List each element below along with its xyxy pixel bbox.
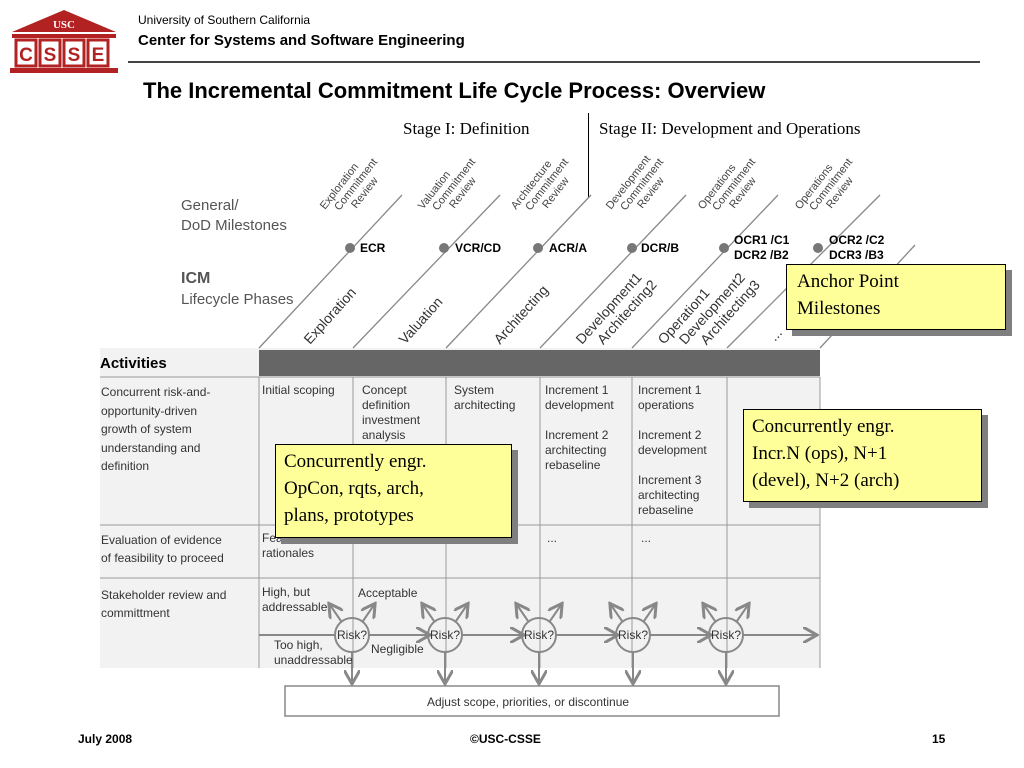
callout-concurrent-opcon: Concurrently engr.OpCon, rqts, arch,plan…	[275, 444, 512, 538]
svg-text:Exploration: Exploration	[300, 284, 359, 347]
stage-definition: Stage I: Definition	[403, 119, 530, 138]
activities-header: Activities	[100, 355, 167, 372]
callout-concurrent-increments: Concurrently engr.Incr.N (ops), N+1(deve…	[743, 409, 982, 502]
footer-date: July 2008	[78, 732, 133, 746]
svg-text:C: C	[19, 45, 33, 66]
slide-title: The Incremental Commitment Life Cycle Pr…	[143, 78, 766, 103]
svg-text:DCR2 /B2: DCR2 /B2	[734, 248, 789, 262]
phase-labels: Exploration Valuation Architecting Devel…	[300, 255, 785, 368]
logo-usc-text: USC	[53, 19, 75, 31]
svg-text:S: S	[44, 45, 57, 66]
svg-text:OperationsCommitmentReview: OperationsCommitmentReview	[793, 149, 865, 227]
cell-ellipsis-2: ...	[641, 531, 652, 545]
header-rule	[128, 61, 980, 63]
svg-text:ExplorationCommitmentReview: ExplorationCommitmentReview	[318, 149, 390, 227]
svg-text:DevelopmentCommitmentReview: DevelopmentCommitmentReview	[604, 149, 676, 227]
svg-text:OperationsCommitmentReview: OperationsCommitmentReview	[696, 149, 768, 227]
svg-text:ECR: ECR	[360, 241, 386, 255]
svg-text:Risk?: Risk?	[430, 628, 460, 642]
svg-text:DCR/B: DCR/B	[641, 241, 679, 255]
adjust-text: Adjust scope, priorities, or discontinue	[427, 695, 629, 709]
footer-page-number: 15	[932, 732, 946, 746]
svg-text:S: S	[68, 45, 81, 66]
svg-text:Architecting: Architecting	[490, 282, 551, 347]
svg-text:Risk?: Risk?	[524, 628, 554, 642]
note-negligible: Negligible	[371, 642, 424, 656]
org-university: University of Southern California	[138, 13, 311, 27]
svg-text:VCR/CD: VCR/CD	[455, 241, 501, 255]
review-labels: ExplorationCommitmentReview ValuationCom…	[318, 149, 865, 227]
label-icm: ICM	[181, 270, 211, 287]
stage-divider	[588, 113, 589, 197]
svg-text:DCR3 /B3: DCR3 /B3	[829, 248, 884, 262]
org-center: Center for Systems and Software Engineer…	[138, 32, 465, 49]
milestone-dots	[345, 243, 823, 253]
svg-text:ACR/A: ACR/A	[549, 241, 587, 255]
svg-text:Operation1Development2Architec: Operation1Development2Architecting3	[654, 255, 763, 368]
label-general: General/	[181, 197, 239, 214]
note-too-high: Too high,unaddressable	[274, 638, 353, 667]
cell-initial-scoping: Initial scoping	[262, 383, 335, 397]
footer-copyright: ©USC-CSSE	[470, 732, 541, 746]
label-dod-milestones: DoD Milestones	[181, 217, 287, 234]
svg-text:OCR1 /C1: OCR1 /C1	[734, 233, 790, 247]
adjust-box	[284, 685, 780, 717]
logo-letters: C S S E	[14, 38, 110, 68]
svg-text:ArchitectureCommitmentReview: ArchitectureCommitmentReview	[509, 149, 581, 227]
svg-text:E: E	[92, 45, 105, 66]
activities-bar	[259, 350, 820, 376]
stage-development-operations: Stage II: Development and Operations	[599, 119, 861, 138]
svg-text:Valuation: Valuation	[395, 294, 445, 347]
risk-labels: Risk? Risk? Risk? Risk? Risk?	[337, 628, 741, 642]
svg-text:Risk?: Risk?	[711, 628, 741, 642]
cell-ellipsis-1: ...	[547, 531, 558, 545]
svg-text:ValuationCommitmentReview: ValuationCommitmentReview	[416, 149, 488, 227]
svg-text:Development1Architecting2: Development1Architecting2	[572, 266, 659, 358]
svg-text:Risk?: Risk?	[618, 628, 648, 642]
note-acceptable: Acceptable	[358, 586, 418, 600]
usc-csse-logo: USC C S S E	[10, 10, 118, 73]
svg-text:...: ...	[765, 325, 785, 344]
milestone-codes: ECR VCR/CD ACR/A DCR/B OCR1 /C1 DCR2 /B2…	[360, 233, 885, 262]
label-lifecycle-phases: Lifecycle Phases	[181, 291, 294, 308]
svg-text:OCR2 /C2: OCR2 /C2	[829, 233, 885, 247]
